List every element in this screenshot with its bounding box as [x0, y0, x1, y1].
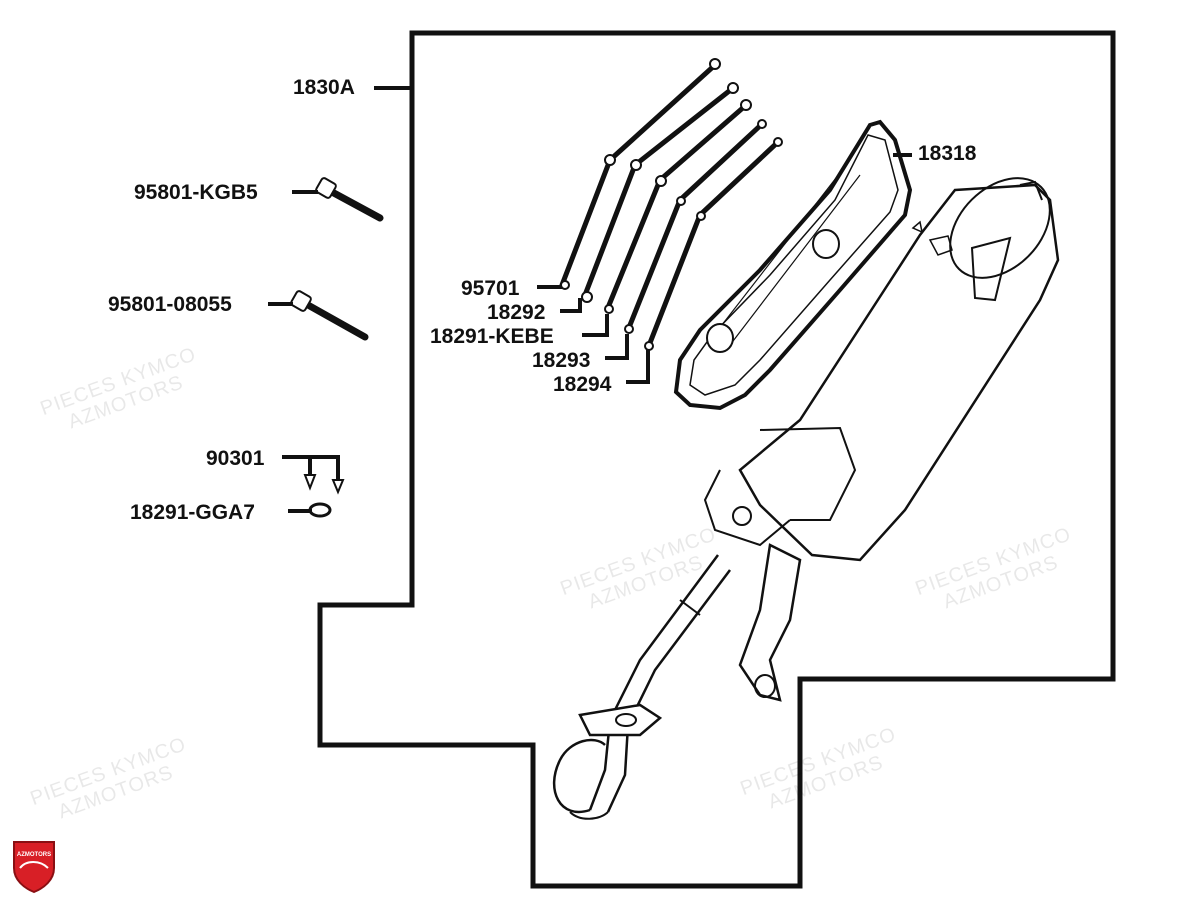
bolt-95801-08055: [290, 290, 369, 341]
part-label-90301[interactable]: 90301: [206, 447, 265, 470]
exhaust-pipe-drawing: [552, 554, 731, 820]
assembly-boundary: [317, 30, 1116, 889]
part-label-18294[interactable]: 18294: [553, 373, 612, 396]
part-label-1830a[interactable]: 1830A: [293, 76, 355, 99]
heat-shield-drawing: [673, 119, 913, 411]
part-label-18318[interactable]: 18318: [918, 142, 977, 165]
part-label-18291-gga7[interactable]: 18291-GGA7: [130, 501, 255, 524]
bolt-95801-kgb5: [315, 177, 384, 222]
svg-text:AZMOTORS: AZMOTORS: [17, 852, 51, 858]
washer-18291-gga7: [288, 502, 332, 518]
azmotors-logo: AZMOTORS: [10, 838, 58, 894]
part-label-18292[interactable]: 18292: [487, 301, 546, 324]
bolt-heads: [560, 58, 783, 351]
part-label-95801-08055[interactable]: 95801-08055: [108, 293, 232, 316]
stack-leaders: [537, 285, 650, 384]
part-label-95801-kgb5[interactable]: 95801-KGB5: [134, 181, 258, 204]
part-label-18291-kebe[interactable]: 18291-KEBE: [430, 325, 554, 348]
clip-90301: [282, 455, 345, 495]
part-label-18293[interactable]: 18293: [532, 349, 591, 372]
muffler-drawing: [703, 177, 1060, 702]
part-label-95701[interactable]: 95701: [461, 277, 520, 300]
